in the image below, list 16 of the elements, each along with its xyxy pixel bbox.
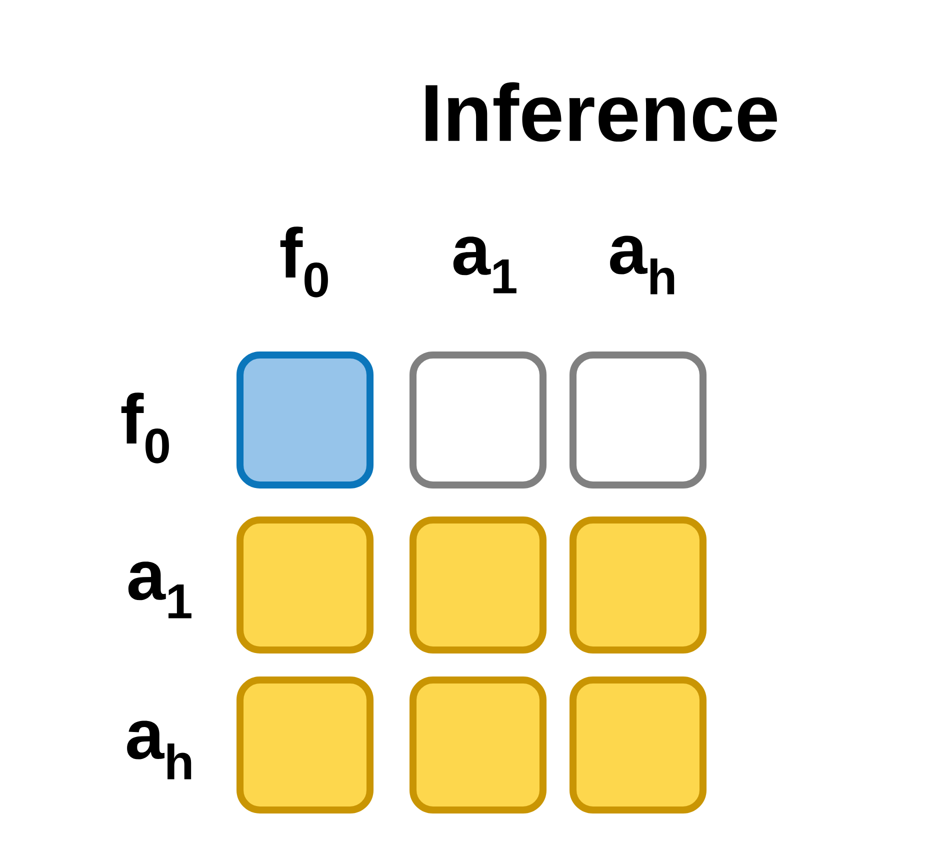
square-cell (410, 676, 547, 814)
row-header: a$_{1}$ (128, 562, 192, 618)
square-cell (236, 676, 374, 814)
square-cell (410, 351, 547, 488)
column-header: f$_{0}$ (280, 226, 328, 298)
column-header: a$_{1}$ (453, 236, 516, 294)
square-cell (410, 516, 547, 654)
column-header: a$_{h}$ (610, 236, 674, 294)
square-cell (570, 676, 707, 814)
row-header: f$_{0}$ (121, 392, 169, 464)
title: Inference (426, 82, 777, 142)
square-cell (236, 516, 374, 654)
row-header: a$_{h}$ (127, 720, 192, 780)
square-cell (236, 351, 374, 488)
square-cell (570, 351, 707, 488)
square-cell (570, 516, 707, 654)
